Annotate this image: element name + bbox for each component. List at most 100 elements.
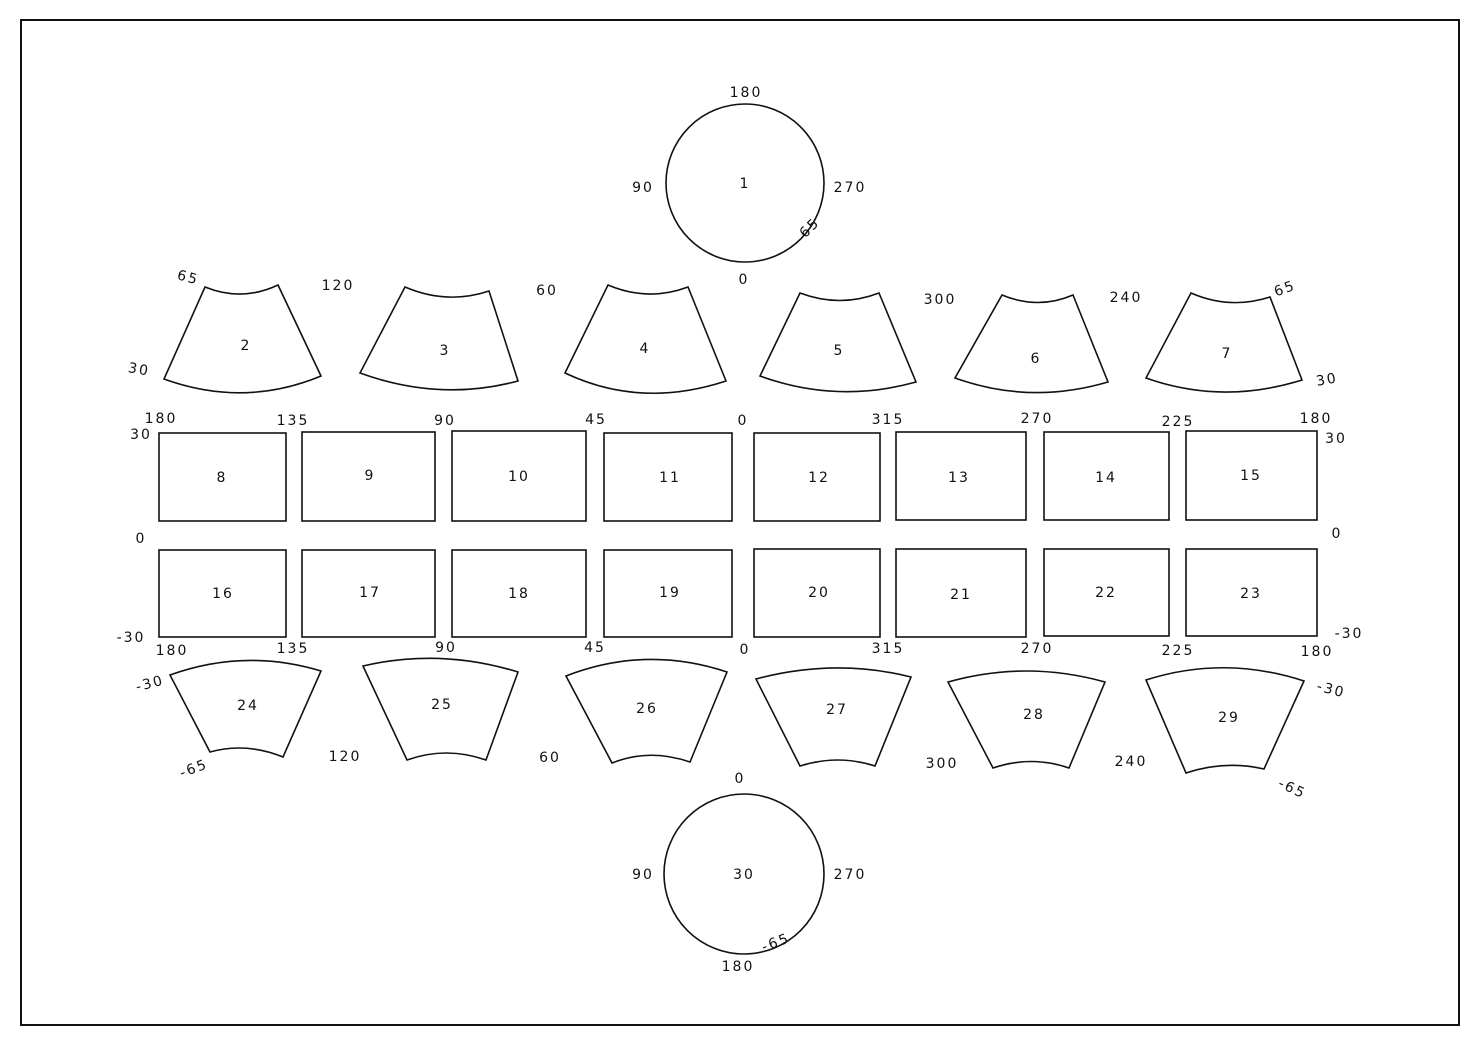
top-circle-label-right: 270 xyxy=(834,180,867,196)
panel-21-shape xyxy=(895,548,1027,638)
panel-17-label: 17 xyxy=(359,585,381,601)
bottom-circle-label-top: 0 xyxy=(735,771,746,787)
top-circle-label-left: 90 xyxy=(632,180,654,196)
panel-14-label: 14 xyxy=(1095,470,1117,486)
panel-19-label: 19 xyxy=(659,585,681,601)
panel-9-shape xyxy=(301,431,436,522)
upper-fan-label-300: 300 xyxy=(924,292,957,308)
lower-fan-label-m65-right: -65 xyxy=(1276,776,1309,803)
panel-14-shape xyxy=(1043,431,1170,521)
lower-fan-label-240: 240 xyxy=(1115,754,1148,770)
lower-fan-label-300: 300 xyxy=(926,756,959,772)
panel-28-shape xyxy=(946,670,1107,769)
top-circle-label-top: 180 xyxy=(730,85,763,101)
panel-4-label: 4 xyxy=(640,341,651,357)
upper-fan-label-60: 60 xyxy=(536,283,558,299)
panel-20-shape xyxy=(753,548,881,638)
lower-fan-label-m30-left: -30 xyxy=(134,673,166,696)
top-circle-label-arc: 65 xyxy=(797,215,824,242)
panel-27-shape xyxy=(754,667,913,767)
panel-12-shape xyxy=(753,432,881,522)
panel-3-shape xyxy=(358,285,520,391)
panel-5-label: 5 xyxy=(834,343,845,359)
upper-fan-label-240: 240 xyxy=(1110,290,1143,306)
grid-bottom-label-270: 270 xyxy=(1021,641,1054,657)
bottom-circle-label-arc: -65 xyxy=(760,931,793,956)
outer-frame xyxy=(20,19,1460,1026)
grid-bottom-label-180-right: 180 xyxy=(1301,644,1334,660)
grid-top-label-315: 315 xyxy=(872,412,905,428)
panel-16-label: 16 xyxy=(212,586,234,602)
panel-7-label: 7 xyxy=(1222,346,1233,362)
grid-top-label-90: 90 xyxy=(434,413,456,429)
panel-19-shape xyxy=(603,549,733,638)
upper-fan-label-65-left: 65 xyxy=(175,267,200,288)
panel-24-label: 24 xyxy=(237,698,259,714)
grid-top-label-0: 0 xyxy=(738,413,749,429)
grid-top-label-270: 270 xyxy=(1021,411,1054,427)
top-circle-label-bottom: 0 xyxy=(739,272,750,288)
panel-9-label: 9 xyxy=(365,468,376,484)
panel-18-shape xyxy=(451,549,587,638)
grid-side-label-0-right: 0 xyxy=(1332,526,1343,542)
bottom-circle-label-left: 90 xyxy=(632,867,654,883)
grid-bottom-label-90: 90 xyxy=(435,640,457,656)
panel-15-label: 15 xyxy=(1240,468,1262,484)
grid-bottom-label-45: 45 xyxy=(584,640,606,656)
bottom-circle-label-bottom: 180 xyxy=(722,959,755,975)
grid-side-label-m30-left: -30 xyxy=(117,630,146,646)
panel-27-label: 27 xyxy=(826,702,848,718)
panel-6-label: 6 xyxy=(1031,351,1042,367)
panel-6-shape xyxy=(953,293,1110,394)
panel-13-shape xyxy=(895,431,1027,521)
grid-top-label-180-left: 180 xyxy=(145,411,178,427)
upper-fan-label-120: 120 xyxy=(322,278,355,294)
panel-16-shape xyxy=(158,549,287,638)
panel-20-label: 20 xyxy=(808,585,830,601)
grid-bottom-label-315: 315 xyxy=(872,641,905,657)
panel-23-label: 23 xyxy=(1240,586,1262,602)
upper-fan-label-30-left: 30 xyxy=(127,360,151,380)
lower-fan-label-120: 120 xyxy=(329,749,362,765)
panel-22-label: 22 xyxy=(1095,585,1117,601)
panel-4-shape xyxy=(563,283,728,395)
lower-fan-label-m65-left: -65 xyxy=(178,757,211,782)
upper-fan-label-30-right: 30 xyxy=(1315,370,1339,390)
grid-bottom-label-225: 225 xyxy=(1162,643,1195,659)
panel-18-label: 18 xyxy=(508,586,530,602)
lower-fan-label-60: 60 xyxy=(539,750,561,766)
bottom-circle-label-right: 270 xyxy=(834,867,867,883)
grid-top-label-45: 45 xyxy=(585,412,607,428)
panel-15-shape xyxy=(1185,430,1318,521)
grid-side-label-0-left: 0 xyxy=(136,531,147,547)
panel-8-label: 8 xyxy=(217,470,228,486)
grid-side-label-m30-right: -30 xyxy=(1335,626,1364,642)
panel-10-shape xyxy=(451,430,587,522)
panel-25-shape xyxy=(361,657,520,762)
panel-23-shape xyxy=(1185,548,1318,637)
panel-8-shape xyxy=(158,432,287,522)
panel-2-label: 2 xyxy=(241,338,252,354)
panel-30-label: 30 xyxy=(733,867,755,883)
panel-1-circle xyxy=(665,103,825,263)
grid-top-label-180-right: 180 xyxy=(1300,411,1333,427)
panel-1-label: 1 xyxy=(740,176,751,192)
panel-26-label: 26 xyxy=(636,701,658,717)
grid-bottom-label-135: 135 xyxy=(277,641,310,657)
panel-11-label: 11 xyxy=(659,470,681,486)
grid-bottom-label-0: 0 xyxy=(740,642,751,658)
grid-top-label-135: 135 xyxy=(277,413,310,429)
panel-28-label: 28 xyxy=(1023,707,1045,723)
grid-side-label-30-right: 30 xyxy=(1325,431,1347,447)
panel-22-shape xyxy=(1043,548,1170,637)
grid-bottom-label-180-left: 180 xyxy=(156,643,189,659)
panel-10-label: 10 xyxy=(508,469,530,485)
panel-11-shape xyxy=(603,432,733,522)
panel-24-shape xyxy=(168,659,323,759)
panel-13-label: 13 xyxy=(948,470,970,486)
panel-30-circle xyxy=(663,793,825,955)
grid-top-label-225: 225 xyxy=(1162,414,1195,430)
panel-12-label: 12 xyxy=(808,470,830,486)
upper-fan-label-65-right: 65 xyxy=(1272,278,1298,301)
